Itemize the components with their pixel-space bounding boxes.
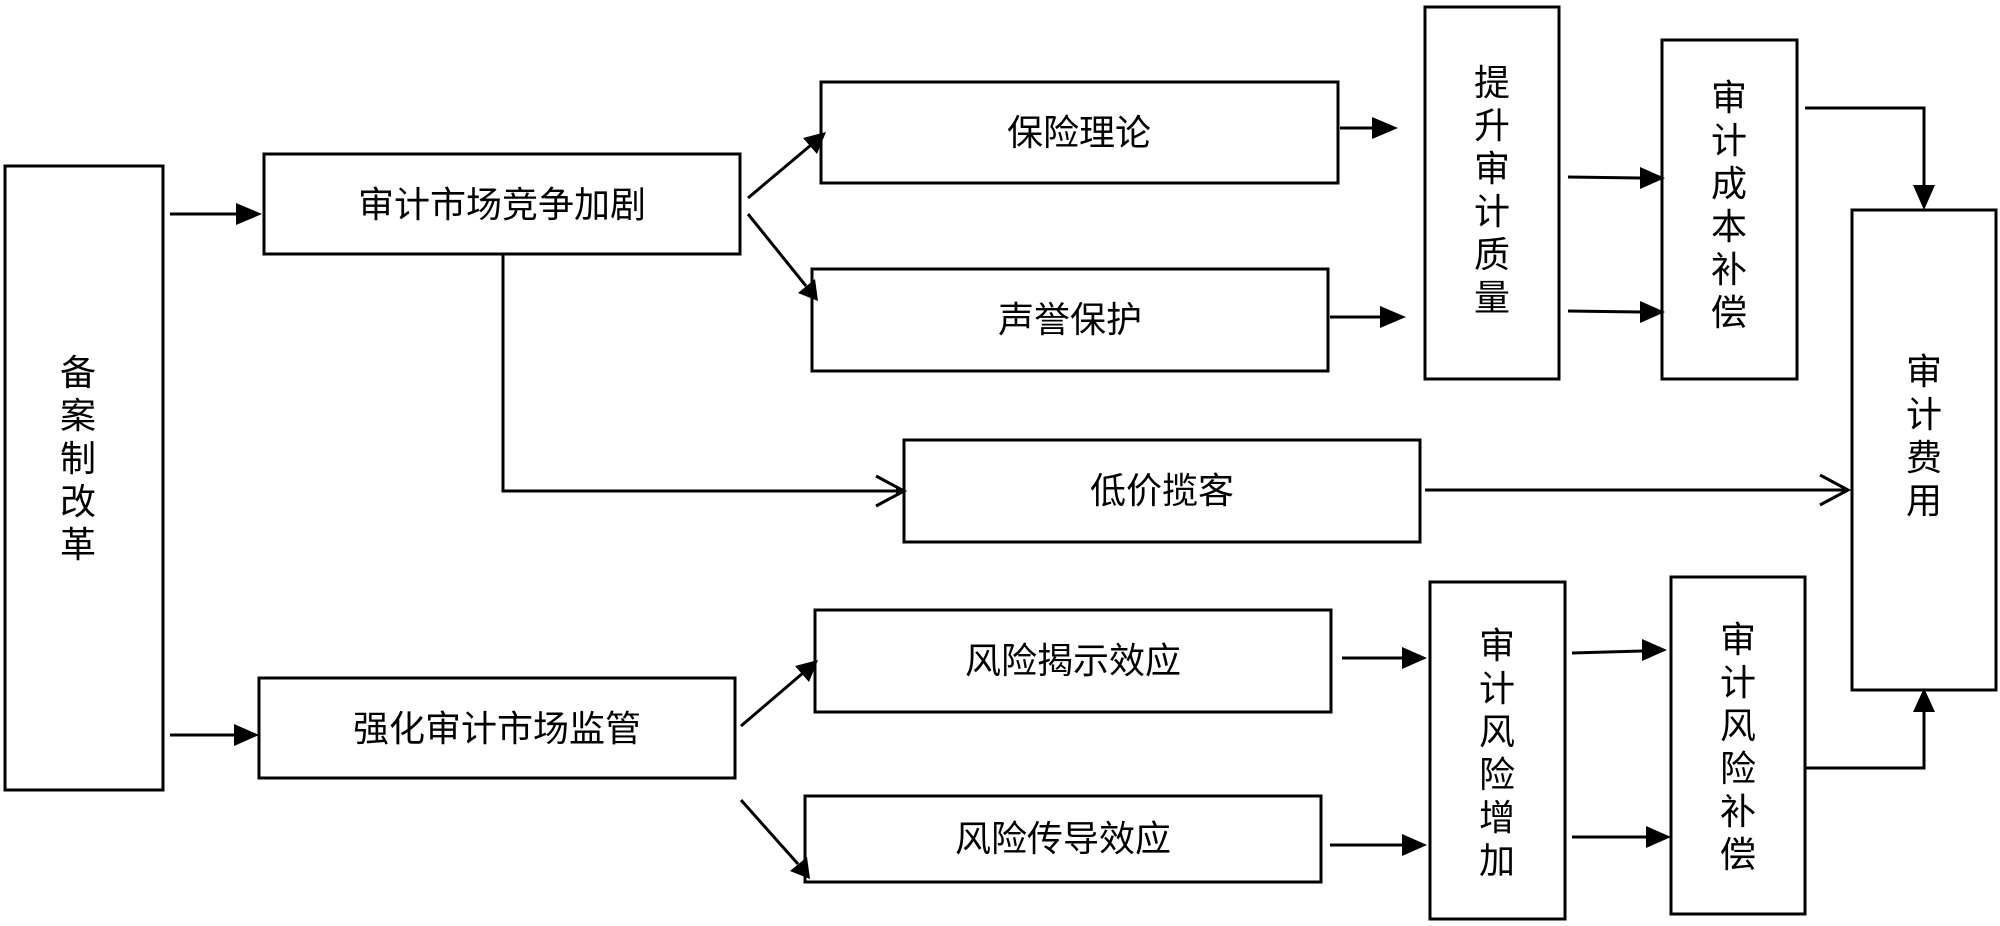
arrow-quality-cost-2 xyxy=(1567,309,1641,314)
filing-reform-label: 备案制改革 xyxy=(60,353,96,566)
supervision-box xyxy=(257,676,737,780)
competition-label: 审计市场竞争加剧 xyxy=(358,185,646,226)
audit-fee-label: 审计费用 xyxy=(1906,352,1942,522)
filing-reform-box xyxy=(3,164,165,792)
insurance-theory-box xyxy=(819,80,1340,185)
arrow-competition-lowprice xyxy=(501,254,905,496)
risk-disclosure-box xyxy=(813,608,1333,714)
cost-comp-box xyxy=(1660,38,1799,381)
arrow-cost-fee xyxy=(1805,106,1926,185)
risk-up-label: 审计风险增加 xyxy=(1479,626,1515,882)
risk-disclosure-label: 风险揭示效应 xyxy=(965,641,1181,682)
audit-fee-box xyxy=(1850,208,1998,692)
supervision-label: 强化审计市场监管 xyxy=(353,709,641,750)
risk-comp-box xyxy=(1669,575,1807,916)
arrow-supervision-transmission xyxy=(739,799,800,865)
risk-up-box xyxy=(1428,580,1567,921)
competition-box xyxy=(262,152,742,256)
arrow-quality-cost-1 xyxy=(1567,175,1641,180)
quality-up-box xyxy=(1423,5,1561,381)
reputation-label: 声誉保护 xyxy=(998,300,1142,341)
arrow-riskup-riskcomp-1 xyxy=(1571,649,1643,655)
arrow-competition-reputation xyxy=(746,213,808,287)
arrow-supervision-disclosure xyxy=(740,671,804,728)
cost-comp-label: 审计成本补偿 xyxy=(1711,78,1747,334)
risk-transmission-label: 风险传导效应 xyxy=(955,819,1171,860)
risk-comp-label: 审计风险补偿 xyxy=(1720,620,1756,876)
arrow-riskcomp-fee xyxy=(1806,712,1926,770)
arrow-competition-insurance xyxy=(747,143,812,200)
risk-transmission-box xyxy=(803,794,1323,884)
insurance-theory-label: 保险理论 xyxy=(1007,113,1151,154)
low-price-label: 低价揽客 xyxy=(1090,471,1234,512)
reputation-box xyxy=(810,267,1330,373)
quality-up-label: 提升审计质量 xyxy=(1474,63,1510,319)
